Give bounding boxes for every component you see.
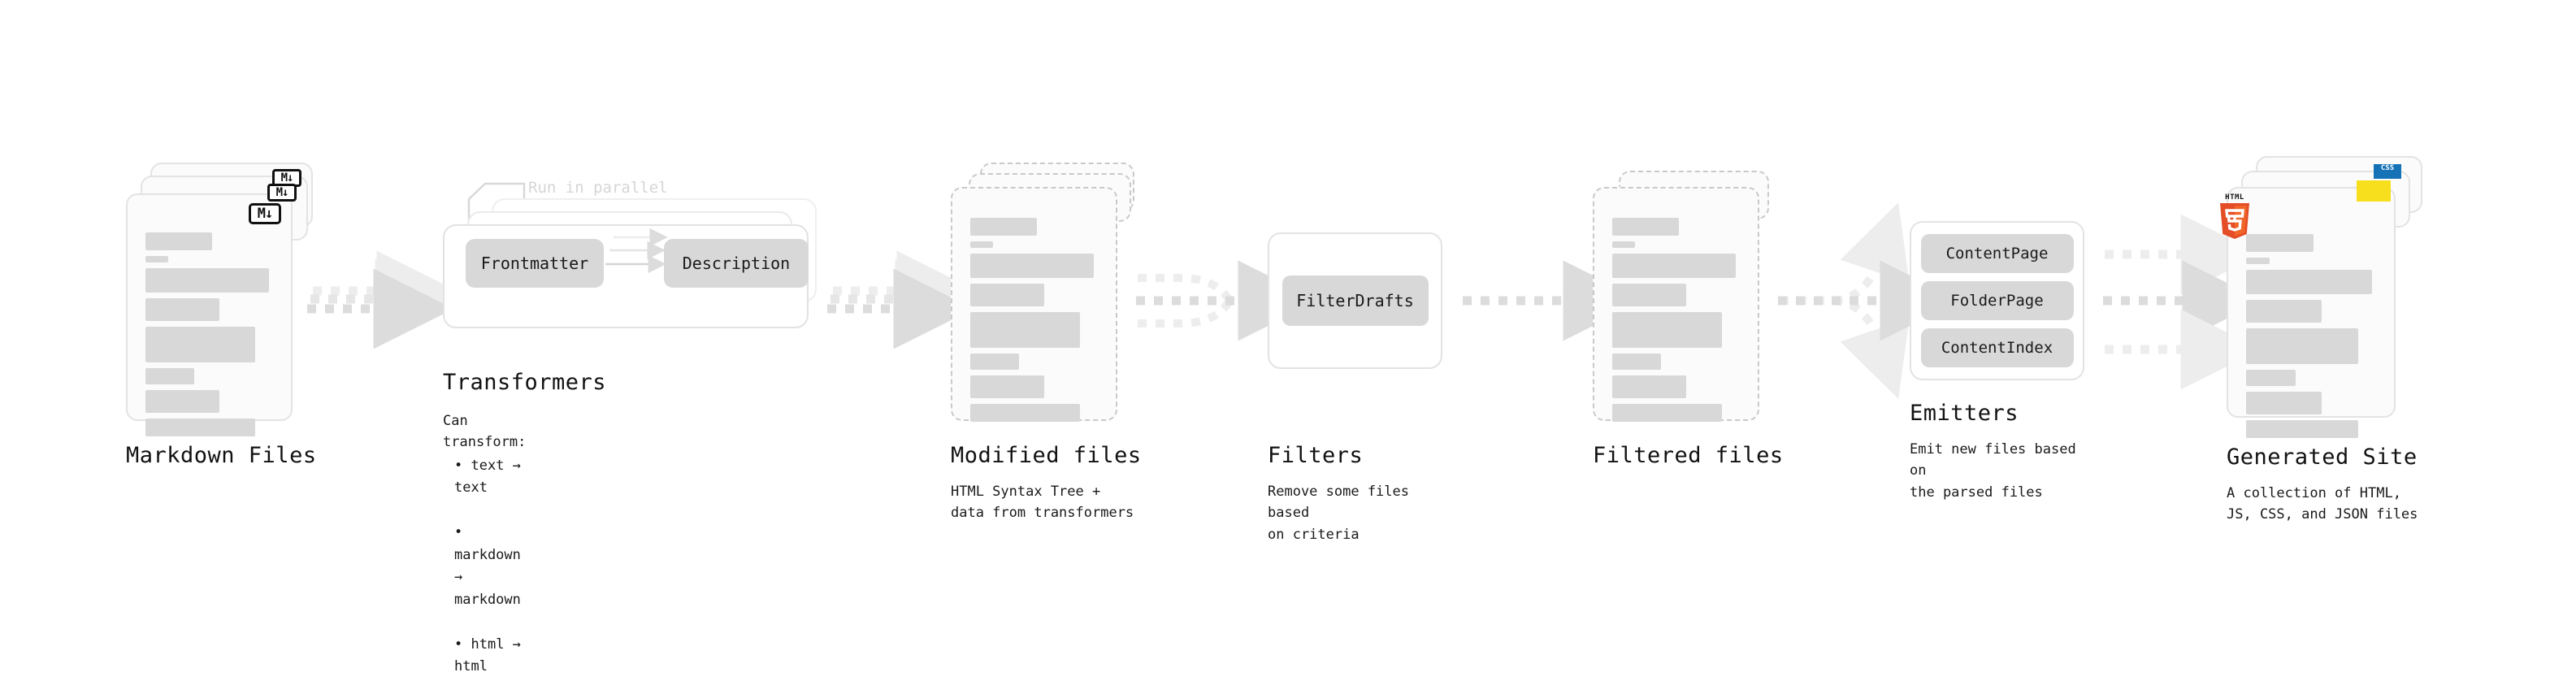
caption-sub-filters: Remove some files based on criteria: [1268, 484, 1409, 543]
markdown-badge-icon: M↓: [249, 203, 281, 224]
filter-pill-filterdrafts[interactable]: FilterDrafts: [1281, 275, 1429, 326]
css3-badge-icon: CSS: [2374, 164, 2401, 179]
caption-sub-generated-site: A collection of HTML, JS, CSS, and JSON …: [2227, 485, 2418, 523]
caption-sub-transformers: Can transform:: [443, 413, 527, 451]
bullet-item: • text → text: [454, 457, 521, 497]
markdown-card-front: M↓: [126, 193, 293, 436]
emitter-pill-folderpage[interactable]: FolderPage: [1920, 281, 2074, 320]
generated-site-stack: CSS HTML: [2220, 156, 2438, 438]
transformer-pill-description[interactable]: Description: [664, 239, 809, 288]
caption-title-emitters: Emitters: [1910, 401, 2019, 426]
html5-badge-word: HTML: [2225, 193, 2244, 202]
emitters-box: ContentPage FolderPage ContentIndex: [1910, 221, 2084, 380]
transformers-stack: Frontmatter Description: [443, 182, 833, 328]
stage-filters: FilterDrafts Filters Remove some files b…: [1268, 232, 1442, 543]
filtered-card-front: [1593, 187, 1759, 422]
filtered-file-stack: [1593, 163, 1796, 431]
bullet-item: • markdown → markdown: [454, 524, 521, 608]
bullet-item: • html → html: [454, 635, 521, 675]
connector-transformers-to-modified: [827, 250, 978, 349]
emitter-pill-contentpage[interactable]: ContentPage: [1920, 234, 2074, 273]
filters-box: FilterDrafts: [1268, 232, 1442, 369]
stage-emitters: ContentPage FolderPage ContentIndex Emit…: [1910, 221, 2084, 501]
caption-title-transformers: Transformers: [443, 370, 607, 395]
caption-title-filters: Filters: [1268, 443, 1364, 468]
stage-generated-site: CSS HTML: [2220, 156, 2438, 523]
html5-shield-icon: [2220, 203, 2249, 239]
caption-sub-emitters: Emit new files based on the parsed files: [1910, 441, 2076, 501]
card-skeleton: [970, 218, 1098, 422]
generated-card-front-html: HTML: [2220, 187, 2396, 438]
transformers-bullet-list: • text → text • markdown → markdown • ht…: [454, 432, 521, 681]
html5-badge-icon: HTML: [2217, 193, 2253, 239]
js-badge-icon: [2357, 180, 2391, 202]
transformer-pill-frontmatter[interactable]: Frontmatter: [466, 239, 604, 288]
annotation-run-in-parallel: Run in parallel: [528, 179, 668, 197]
caption-title-filtered-files: Filtered files: [1593, 443, 1784, 468]
transformer-inner-arrows: [605, 228, 668, 274]
caption-title-generated-site: Generated Site: [2227, 445, 2418, 470]
card-skeleton: [2246, 234, 2376, 438]
stage-modified-files: Modified files HTML Syntax Tree + data f…: [951, 163, 1154, 521]
connector-emitters-to-site: [2103, 214, 2263, 390]
card-skeleton: [145, 232, 273, 436]
caption-title-modified-files: Modified files: [951, 443, 1142, 468]
modified-file-stack: [951, 163, 1154, 431]
emitter-pill-contentindex[interactable]: ContentIndex: [1920, 328, 2074, 367]
parallel-bracket-icon: [467, 182, 526, 226]
caption-title-markdown-files: Markdown Files: [126, 443, 317, 468]
stage-markdown-files: M↓ M↓ M↓ Markdown Files: [126, 163, 329, 468]
markdown-badge-icon: M↓: [267, 184, 297, 202]
caption-sub-modified-files: HTML Syntax Tree + data from transformer…: [951, 484, 1134, 522]
markdown-file-stack: M↓ M↓ M↓: [126, 163, 329, 436]
card-skeleton: [1612, 218, 1740, 422]
stage-filtered-files: Filtered files: [1593, 163, 1796, 468]
modified-card-front: [951, 187, 1117, 422]
